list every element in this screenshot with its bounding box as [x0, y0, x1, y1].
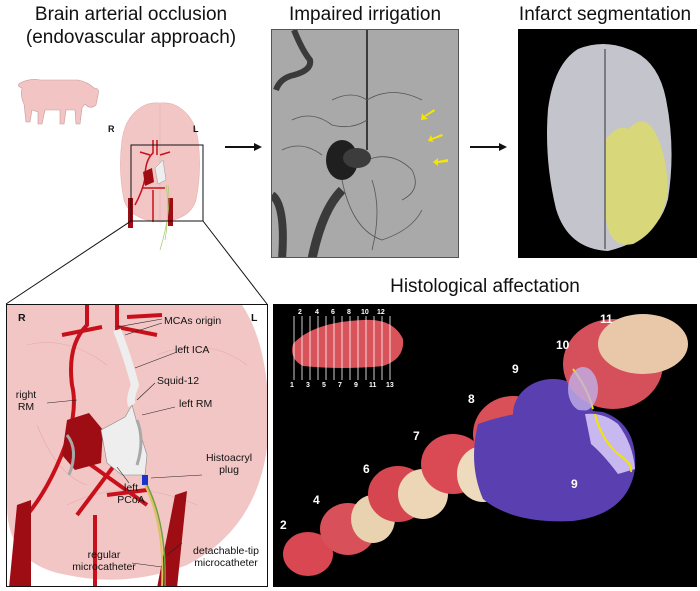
- tick-bottom-9: 9: [354, 382, 358, 389]
- slice-label-10: 10: [556, 338, 570, 352]
- overview-label-right: R: [108, 124, 115, 134]
- histology-image: [283, 314, 688, 576]
- zoom-anatomy-panel: R L MCAs origin left ICA Squid-12 right …: [6, 304, 268, 587]
- title-occlusion-line1: Brain arterial occlusion: [34, 4, 228, 25]
- tick-top-4: 4: [315, 309, 319, 316]
- slice-label-4: 4: [313, 493, 320, 507]
- label-right-rm-line1: right: [15, 389, 37, 401]
- zoom-box-outline: [130, 144, 204, 222]
- slice-label-9-detail: 9: [571, 477, 578, 491]
- left-rm-mass: [100, 404, 148, 476]
- title-irrigation: Impaired irrigation: [288, 4, 442, 25]
- yellow-arrow-icon: [421, 109, 448, 166]
- tick-top-10: 10: [361, 309, 369, 316]
- label-left-ica: left ICA: [175, 344, 210, 356]
- overview-svg: [5, 79, 268, 305]
- zoom-label-left: L: [251, 312, 258, 324]
- title-histology: Histological affectation: [390, 276, 580, 297]
- label-regular-microcatheter: regular microcatheter: [67, 549, 141, 573]
- segmentation-panel: [518, 29, 697, 258]
- arrow-right-icon: [470, 143, 507, 151]
- label-left-pcoa-line1: left: [123, 482, 138, 494]
- tick-top-12: 12: [377, 309, 385, 316]
- label-detach-line1: detachable-tip: [193, 545, 259, 557]
- title-segmentation: Infarct segmentation: [518, 4, 692, 25]
- infarct-region: [606, 121, 668, 245]
- angiogram-panel: [271, 29, 459, 258]
- label-regular-line1: regular: [87, 549, 121, 561]
- zoom-label-right: R: [18, 312, 26, 324]
- label-left-pcoa-line2: PCoA: [117, 494, 145, 506]
- tick-bottom-7: 7: [338, 382, 342, 389]
- label-histoacryl-line2: plug: [219, 464, 239, 476]
- label-left-pcoa: left PCoA: [113, 482, 149, 506]
- slice-label-11: 11: [600, 312, 613, 326]
- histology-panel: 2 4 6 8 10 12 1 3 5 7 9 11 13 2 4 6 7 8 …: [273, 304, 697, 587]
- tick-bottom-3: 3: [306, 382, 310, 389]
- slice-label-2: 2: [280, 518, 287, 532]
- label-histoacryl-plug: Histoacryl plug: [199, 452, 259, 476]
- label-histoacryl-line1: Histoacryl: [205, 452, 253, 464]
- slice-label-9: 9: [512, 362, 519, 376]
- label-left-rm: left RM: [179, 398, 213, 410]
- label-squid-12: Squid-12: [157, 375, 200, 387]
- coronal-slices: [283, 314, 688, 576]
- pig-icon: [18, 79, 99, 125]
- tick-bottom-13: 13: [386, 382, 394, 389]
- arteries: [25, 305, 163, 586]
- overview-diagram: R L: [0, 0, 270, 305]
- label-right-rm-line2: RM: [17, 401, 35, 413]
- slice-label-8: 8: [468, 392, 475, 406]
- title-occlusion-line2: (endovascular approach): [25, 27, 237, 48]
- tick-top-6: 6: [331, 309, 335, 316]
- label-regular-line2: microcatheter: [72, 561, 136, 573]
- zoom-anatomy-svg: [7, 305, 267, 586]
- tick-top-8: 8: [347, 309, 351, 316]
- label-detach-line2: microcatheter: [194, 557, 258, 569]
- tick-bottom-11: 11: [369, 382, 377, 389]
- sagittal-brain: [292, 319, 404, 368]
- segmentation-render: [547, 44, 672, 251]
- label-detachable-tip-microcatheter: detachable-tip microcatheter: [185, 545, 267, 569]
- slice-label-6: 6: [363, 462, 370, 476]
- label-right-rm: right RM: [11, 389, 41, 413]
- overview-arteries: [134, 140, 171, 222]
- tick-top-2: 2: [298, 309, 302, 316]
- overview-label-left: L: [193, 124, 199, 134]
- label-mcas-origin: MCAs origin: [164, 315, 222, 327]
- tick-bottom-5: 5: [322, 382, 326, 389]
- angiogram-image: [272, 30, 448, 257]
- slice-label-7: 7: [413, 429, 420, 443]
- tick-bottom-1: 1: [290, 382, 294, 389]
